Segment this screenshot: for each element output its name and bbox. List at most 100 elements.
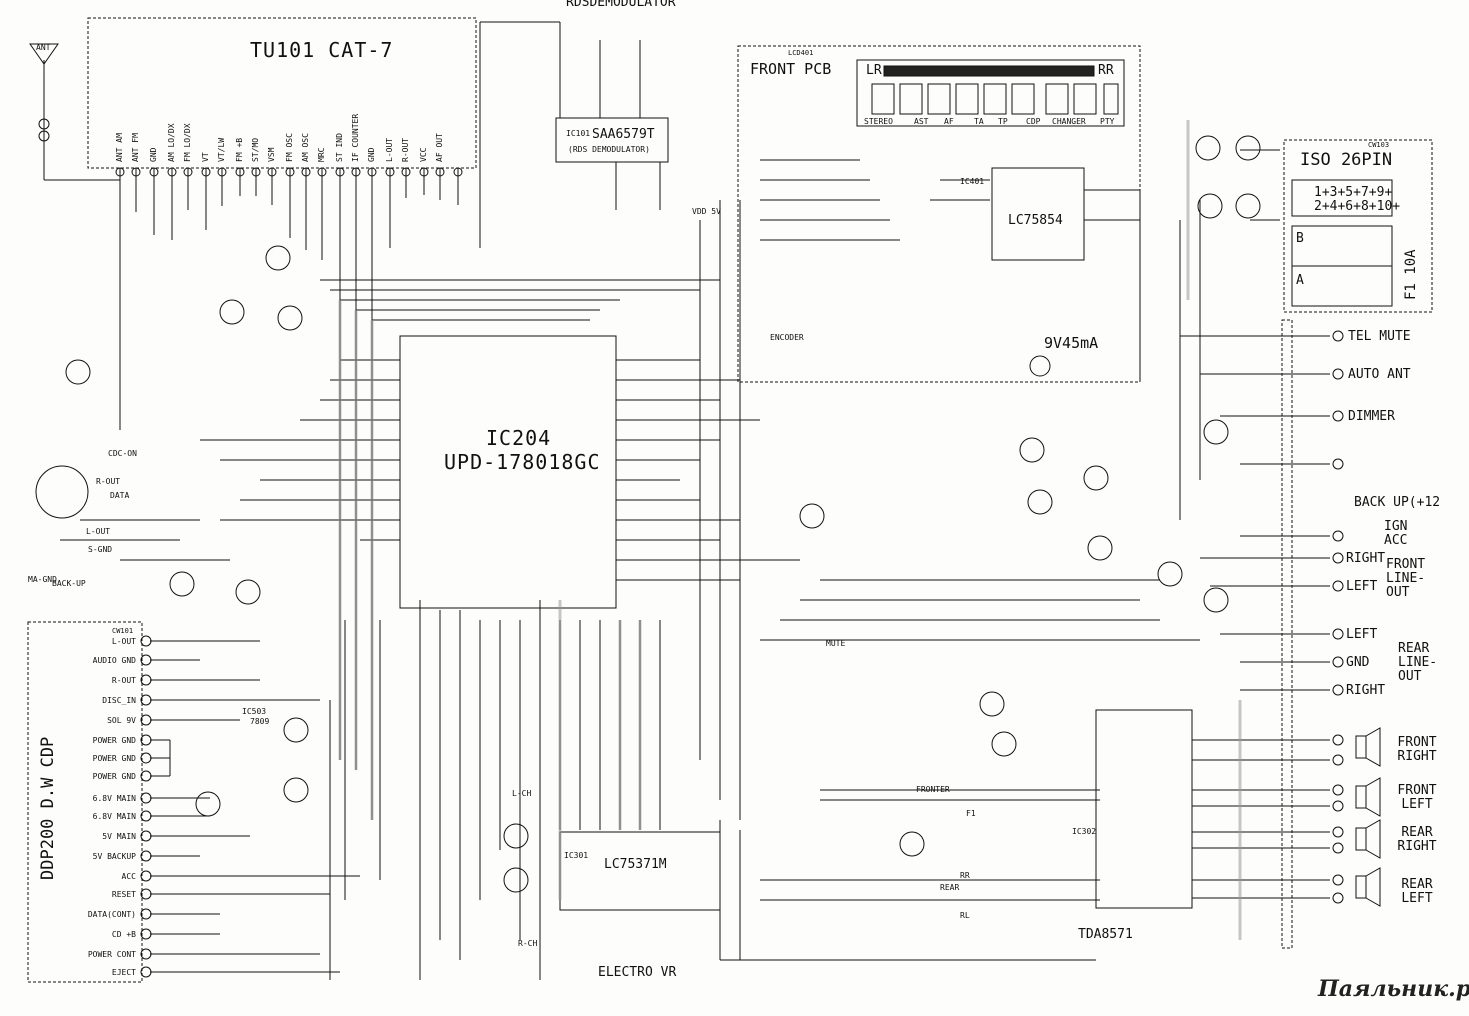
cdp-pin-label: DATA(CONT) [87, 910, 136, 919]
lcd-rr-label: RR [1098, 63, 1114, 78]
encoder-label: ENCODER [770, 333, 804, 342]
din-label: MA-GND [28, 575, 57, 584]
cdp-pin-label: 6.8V MAIN [92, 794, 136, 803]
tuner-pin-label: ST/MO [251, 137, 260, 162]
rds-ic-desc: (RDS DEMODULATOR) [568, 145, 650, 154]
lcd-indicator: STEREO [864, 117, 893, 126]
cdp-pin-label: POWER GND [92, 772, 136, 781]
front-pcb-label: FRONT PCB [750, 60, 832, 78]
front-line-out-label: FRONT LINE-OUT [1386, 557, 1426, 600]
terminal-label: TEL MUTE [1348, 329, 1411, 344]
misc-label: RL [960, 911, 970, 920]
tuner-pin-label: AF OUT [435, 133, 444, 162]
audio-processor-name: LC75371M [604, 857, 667, 872]
lcd-indicator: TA [974, 117, 984, 126]
cdp-pin-label: CD +B [111, 930, 136, 939]
lcd-lr-label: LR [866, 63, 882, 78]
iso-title: ISO 26PIN [1300, 150, 1393, 170]
cdp-pin-label: 6.8V MAIN [92, 812, 136, 821]
tuner-pin-label: GND [367, 147, 376, 162]
cdp-pin-label: EJECT [111, 968, 136, 977]
tuner-pin-label: VT [201, 152, 210, 162]
iso-slot-b: B [1296, 231, 1304, 246]
rds-ic-ref: IC101 [566, 129, 591, 138]
iso-ref: CW103 [1368, 141, 1390, 149]
rear-line-out-label: REAR LINE-OUT [1398, 641, 1438, 684]
cdp-pin-label: POWER GND [92, 736, 136, 745]
terminal-label: RIGHT [1346, 551, 1386, 566]
terminal-label: LEFT [1346, 627, 1378, 642]
terminal-label: BACK UP(+12 [1354, 495, 1441, 510]
cdp-pin-label: 5V MAIN [102, 832, 136, 841]
rds-demodulator-title: RDSDEMODULATOR [566, 0, 676, 10]
speaker-label: FRONT LEFT [1397, 783, 1437, 812]
watermark: Паяльник.ру [1318, 976, 1469, 1002]
lcd-indicator: AST [914, 117, 929, 126]
tuner-pin-label: AM LO/DX [167, 123, 176, 162]
misc-label: F1 [966, 809, 976, 818]
lcd-indicator: CHANGER [1052, 117, 1086, 126]
rds-ic-name: SAA6579T [592, 127, 655, 142]
power-rating-label: 9V45mA [1044, 334, 1099, 352]
iso-odd-pins: 1+3+5+7+9+ [1314, 185, 1393, 200]
antenna-label: ANT [36, 43, 51, 52]
terminal-label: GND [1346, 655, 1370, 670]
speaker-label: FRONT RIGHT [1397, 735, 1437, 764]
speaker-label: REAR LEFT [1401, 877, 1433, 906]
cdp-pin-label: R-OUT [111, 676, 136, 685]
misc-label: L-CH [512, 789, 532, 798]
din-label: R-OUT [96, 477, 121, 486]
iso-slot-a: A [1296, 273, 1304, 288]
tuner-pin-label: FM LO/DX [183, 123, 192, 162]
cdp-pin-label: L-OUT [111, 637, 136, 646]
cdp-ref: CW101 [112, 627, 134, 635]
terminal-label: IGN ACC [1384, 519, 1408, 548]
cdp-pin-label: SOL 9V [107, 716, 136, 725]
main-ic-ref: IC204 [486, 426, 552, 450]
tuner-pin-label: GND [149, 147, 158, 162]
misc-label: MUTE [826, 639, 846, 648]
lcd-indicator: PTY [1100, 117, 1115, 126]
din-label: BACK-UP [52, 579, 86, 588]
main-ic-name: UPD-178018GC [444, 450, 601, 474]
misc-label: VDD 5V [692, 207, 721, 216]
amp-ic-ref: IC302 [1072, 827, 1097, 836]
fuse-label: F1 10A [1403, 249, 1419, 300]
tuner-pin-label: MRC [317, 147, 326, 162]
misc-label: R-CH [518, 939, 538, 948]
terminal-label: RIGHT [1346, 683, 1386, 698]
din-label: L-OUT [86, 527, 111, 536]
tuner-pin-label: ANT FM [131, 133, 140, 162]
cdp-pin-label: RESET [111, 890, 136, 899]
cdp-pin-label: AUDIO GND [92, 656, 136, 665]
cdp-pin-label: 5V BACKUP [92, 852, 136, 861]
audio-processor-ref: IC301 [564, 851, 589, 860]
display-driver-ref: IC401 [960, 177, 985, 186]
misc-label: REAR [940, 883, 960, 892]
tuner-pin-label: FM OSC [285, 133, 294, 162]
tuner-pin-label: VSM [267, 147, 276, 162]
misc-label: FRONTER [916, 785, 950, 794]
lcd-indicator: CDP [1026, 117, 1041, 126]
tuner-title: TU101 CAT-7 [250, 38, 394, 62]
terminal-label: DIMMER [1348, 409, 1395, 424]
din-label: DATA [110, 491, 130, 500]
amp-ic-name: TDA8571 [1078, 927, 1133, 942]
din-label: S-GND [88, 545, 113, 554]
cdp-vertical-label: DDP200 D.W CDP [38, 736, 58, 880]
iso-even-pins: 2+4+6+8+10+ [1314, 199, 1401, 214]
tuner-pin-label: ANT AM [115, 133, 124, 162]
cdp-pin-label: DISC_IN [102, 696, 136, 705]
misc-label: 7809 [250, 717, 270, 726]
tuner-pin-label: IF COUNTER [351, 113, 360, 162]
display-driver-name: LC75854 [1008, 213, 1063, 228]
lcd-ref: LCD401 [788, 49, 814, 57]
speaker-label: REAR RIGHT [1397, 825, 1437, 854]
tuner-pin-label: R-OUT [401, 137, 410, 162]
tuner-pin-label: L-OUT [385, 137, 394, 162]
tuner-pin-label: VT/LW [217, 137, 226, 162]
tuner-pin-label: VCC [419, 147, 428, 162]
din-label: CDC-ON [108, 449, 137, 458]
lcd-indicator: TP [998, 117, 1008, 126]
